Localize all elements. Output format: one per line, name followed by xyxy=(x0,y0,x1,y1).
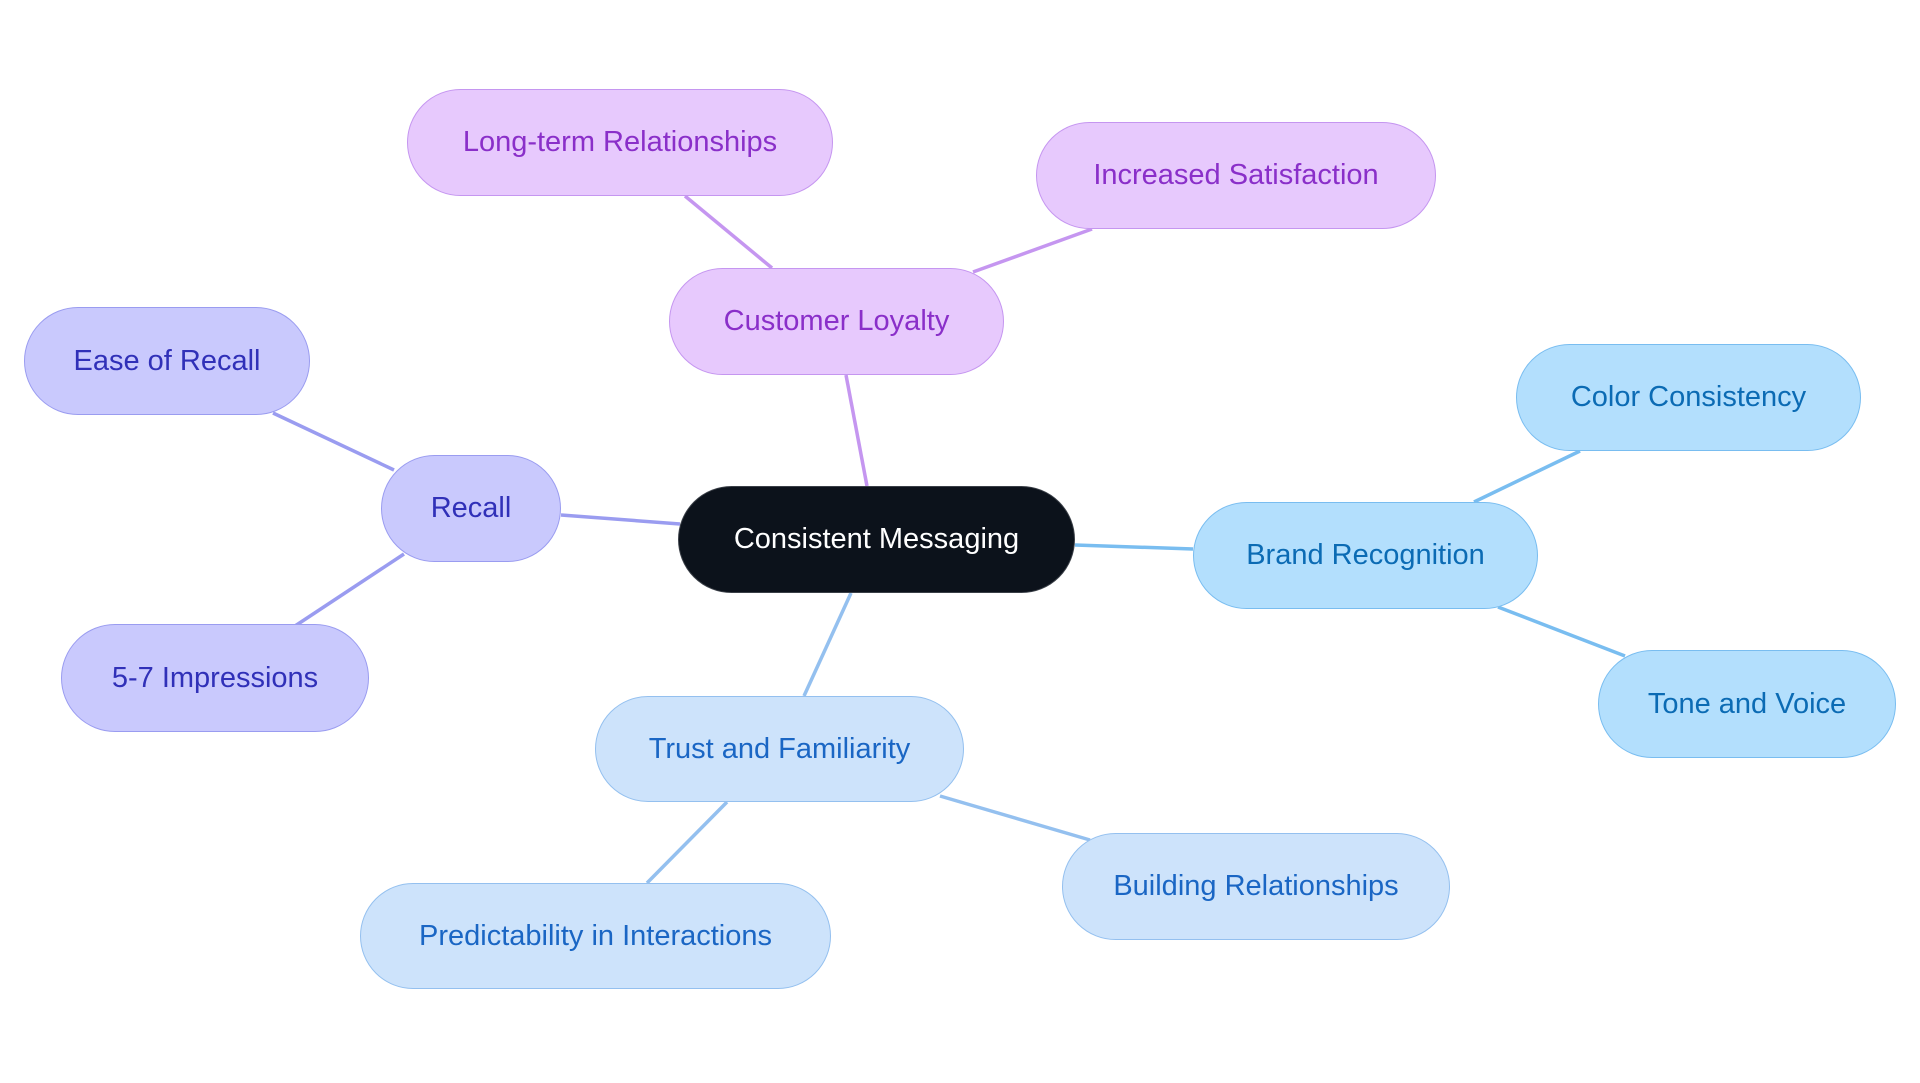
edge-center-loyalty xyxy=(844,374,869,487)
edge-loyalty-longterm xyxy=(683,194,774,270)
node-predictability-in-interactions[interactable]: Predictability in Interactions xyxy=(360,883,831,989)
node-consistent-messaging[interactable]: Consistent Messaging xyxy=(678,486,1075,593)
node-customer-loyalty[interactable]: Customer Loyalty xyxy=(669,268,1004,375)
node-5-7-impressions[interactable]: 5-7 Impressions xyxy=(61,624,369,732)
edge-recall-ease xyxy=(272,411,395,472)
edge-center-trust xyxy=(802,592,853,697)
edge-center-recall xyxy=(560,513,681,526)
edge-trust-building xyxy=(939,794,1091,842)
edge-loyalty-satisfaction xyxy=(972,227,1093,274)
edge-brand-color xyxy=(1473,449,1581,504)
node-increased-satisfaction[interactable]: Increased Satisfaction xyxy=(1036,122,1436,229)
node-trust-and-familiarity[interactable]: Trust and Familiarity xyxy=(595,696,964,802)
edge-trust-predict xyxy=(645,800,729,885)
node-long-term-relationships[interactable]: Long-term Relationships xyxy=(407,89,833,196)
edge-recall-impressions xyxy=(294,552,405,628)
node-color-consistency[interactable]: Color Consistency xyxy=(1516,344,1861,451)
node-recall[interactable]: Recall xyxy=(381,455,561,562)
node-building-relationships[interactable]: Building Relationships xyxy=(1062,833,1450,940)
edge-brand-tone xyxy=(1497,605,1626,658)
edge-center-brand xyxy=(1074,543,1194,551)
node-brand-recognition[interactable]: Brand Recognition xyxy=(1193,502,1538,609)
node-ease-of-recall[interactable]: Ease of Recall xyxy=(24,307,310,415)
node-tone-and-voice[interactable]: Tone and Voice xyxy=(1598,650,1896,758)
